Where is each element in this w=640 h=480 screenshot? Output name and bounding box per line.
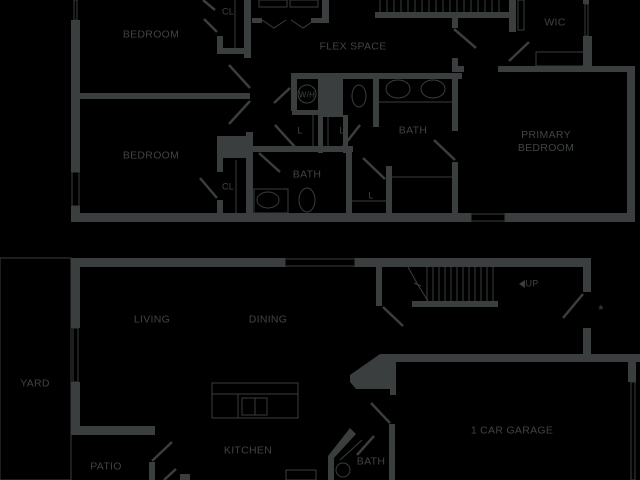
room-label-closet-2: CL [221,181,235,192]
upper-floor-walls [71,0,635,222]
primary-bedroom-line2: BEDROOM [517,142,575,154]
room-label-bath-hall: BATH [292,168,322,181]
room-label-bath-primary: BATH [398,124,428,137]
room-label-bedroom-1: BEDROOM [122,28,180,41]
room-label-patio: PATIO [90,460,122,473]
lower-floor-walls [0,257,640,480]
primary-bedroom-line1: PRIMARY [521,129,571,141]
entry-marker-icon: * [598,301,604,318]
room-label-linen-1: L [297,125,303,136]
room-label-water-heater: W/H [298,90,316,100]
room-label-yard: YARD [20,377,50,390]
stairs-up-label: UP [525,278,539,289]
room-label-kitchen: KITCHEN [223,444,273,457]
upper-floor-doors [199,0,530,199]
room-label-living: LIVING [133,313,171,326]
room-label-wic: WIC [544,16,566,29]
room-label-linen-2: L [339,125,345,136]
room-label-bath-lower: BATH [356,455,386,468]
room-label-primary-bedroom: PRIMARY BEDROOM [518,129,574,155]
room-label-linen-3: L [368,190,374,201]
room-label-dining: DINING [248,313,288,326]
room-label-flex-space: FLEX SPACE [319,40,387,53]
room-label-closet-1: CL [221,6,235,17]
lower-floor-doors [151,293,584,480]
room-label-garage: 1 CAR GARAGE [470,424,554,437]
room-label-bedroom-2: BEDROOM [122,149,180,162]
